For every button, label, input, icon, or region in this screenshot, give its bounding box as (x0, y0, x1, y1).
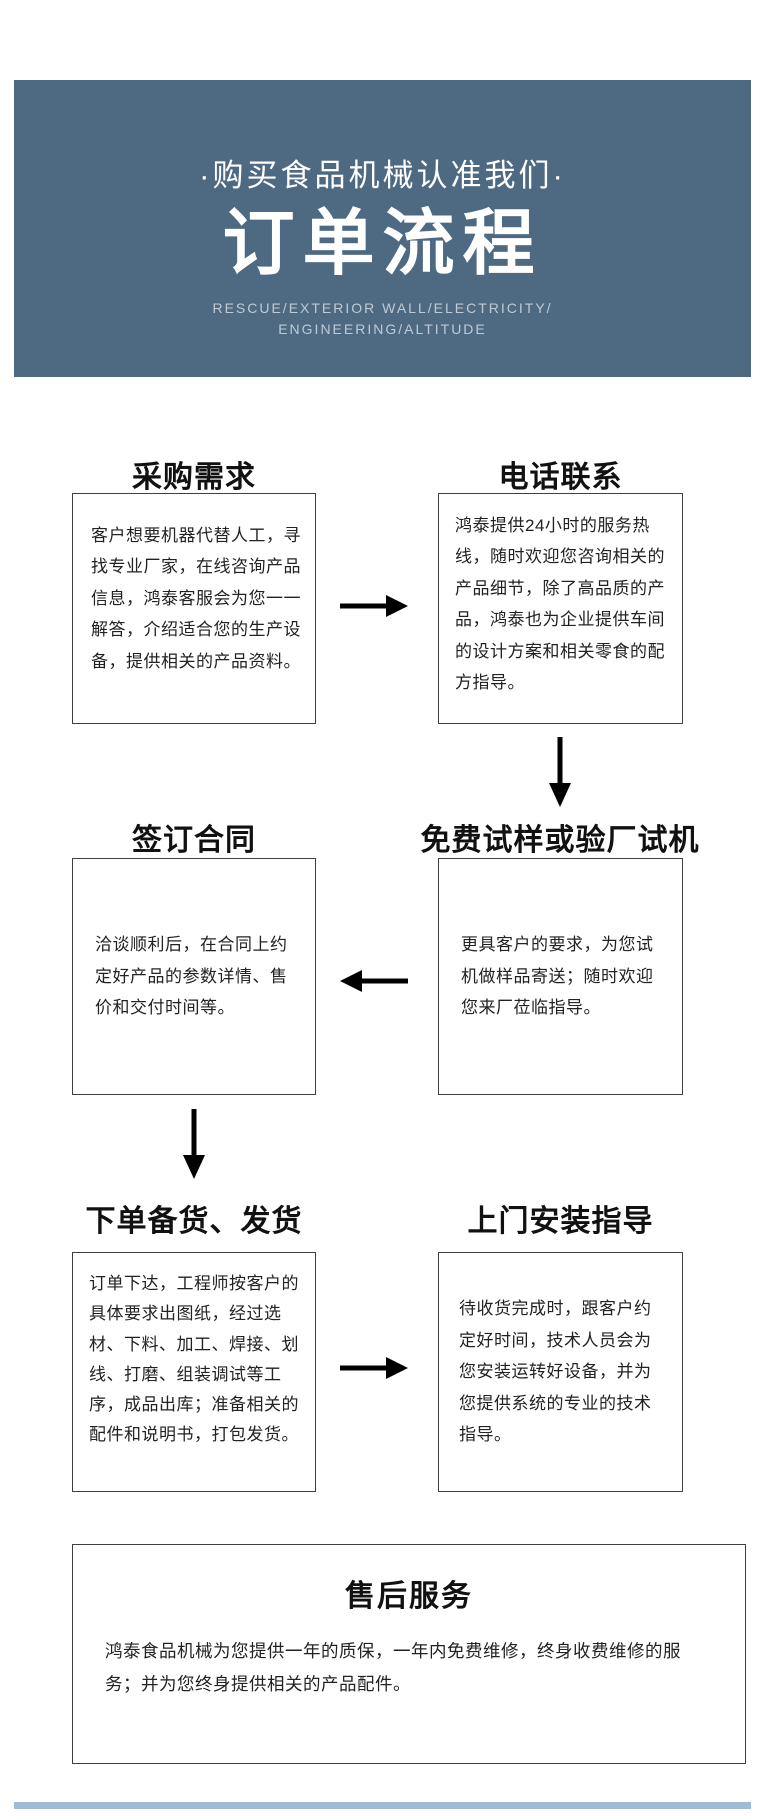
header-caption-line2: ENGINEERING/ALTITUDE (278, 320, 487, 337)
step-box-phone-contact: 鸿泰提供24小时的服务热线，随时欢迎您咨询相关的产品细节，除了高品质的产品，鸿泰… (438, 493, 683, 724)
page-title: 订单流程 (222, 204, 543, 284)
after-sales-box: 售后服务 鸿泰食品机械为您提供一年的质保，一年内免费维修，终身收费维修的服务；并… (72, 1544, 746, 1764)
step-title-installation: 上门安装指导 (467, 1205, 654, 1238)
after-sales-body: 鸿泰食品机械为您提供一年的质保，一年内免费维修，终身收费维修的服务；并为您终身提… (105, 1641, 681, 1695)
step-box-installation: 待收货完成时，跟客户约定好时间，技术人员会为您安装运转好设备，并为您提供系统的专… (438, 1252, 683, 1492)
step-box-procurement: 客户想要机器代替人工，寻找专业厂家，在线咨询产品信息，鸿泰客服会为您一一解答，介… (72, 493, 316, 724)
step-body: 客户想要机器代替人工，寻找专业厂家，在线咨询产品信息，鸿泰客服会为您一一解答，介… (91, 526, 301, 671)
arrow-right-icon (340, 1356, 408, 1380)
step-body: 鸿泰提供24小时的服务热线，随时欢迎您咨询相关的产品细节，除了高品质的产品，鸿泰… (455, 516, 665, 693)
step-box-order-shipping: 订单下达，工程师按客户的具体要求出图纸，经过选材、下料、加工、焊接、划线、打磨、… (72, 1252, 316, 1492)
step-title-order-shipping: 下单备货、发货 (85, 1205, 303, 1238)
arrow-right-icon (340, 594, 408, 618)
after-sales-title: 售后服务 (345, 1580, 473, 1613)
header-banner: ·购买食品机械认准我们· 订单流程 RESCUE/EXTERIOR WALL/E… (14, 80, 751, 377)
step-box-sign-contract: 洽谈顺利后，在合同上约定好产品的参数详情、售价和交付时间等。 (72, 858, 316, 1095)
header-caption-line1: RESCUE/EXTERIOR WALL/ELECTRICITY/ (212, 299, 553, 316)
step-body: 订单下达，工程师按客户的具体要求出图纸，经过选材、下料、加工、焊接、划线、打磨、… (89, 1274, 299, 1445)
arrow-left-icon (340, 969, 408, 993)
step-title-phone-contact: 电话联系 (498, 461, 623, 494)
step-body: 洽谈顺利后，在合同上约定好产品的参数详情、售价和交付时间等。 (95, 935, 288, 1018)
step-body: 待收货完成时，跟客户约定好时间，技术人员会为您安装运转好设备，并为您提供系统的专… (459, 1299, 652, 1445)
step-title-procurement: 采购需求 (132, 461, 256, 494)
step-body: 更具客户的要求，为您试机做样品寄送；随时欢迎您来厂莅临指导。 (461, 935, 654, 1018)
step-title-sign-contract: 签订合同 (132, 824, 256, 857)
step-box-free-sample: 更具客户的要求，为您试机做样品寄送；随时欢迎您来厂莅临指导。 (438, 858, 683, 1095)
section-divider (14, 1802, 751, 1809)
arrow-down-icon (182, 1109, 206, 1179)
header-subtitle: ·购买食品机械认准我们· (199, 158, 566, 193)
arrow-down-icon (548, 737, 572, 807)
step-title-free-sample: 免费试样或验厂试机 (420, 824, 700, 857)
header-caption: RESCUE/EXTERIOR WALL/ELECTRICITY/ ENGINE… (14, 298, 751, 340)
